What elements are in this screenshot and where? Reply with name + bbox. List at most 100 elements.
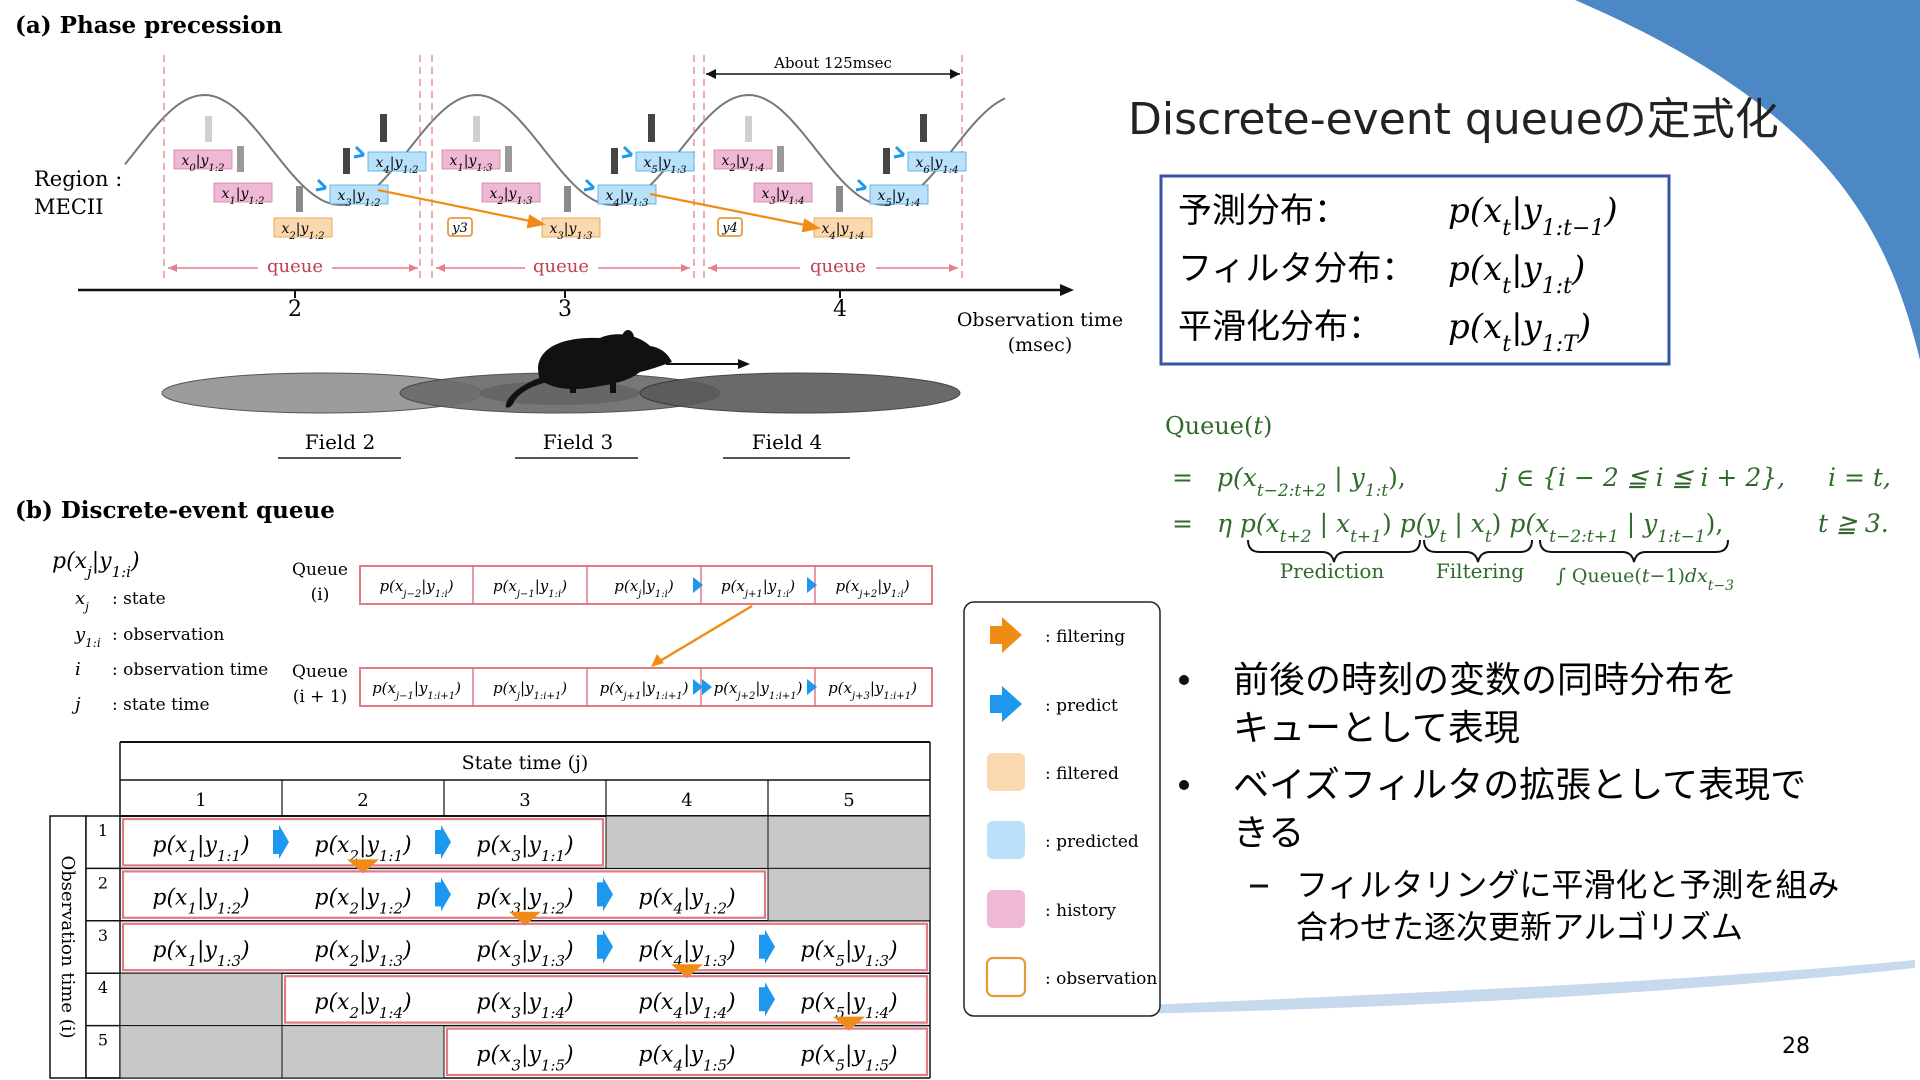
phase-label-groups: x0|y1:2x1|y1:2x2|y1:2x3|y1:2x4|y1:2x1|y1… xyxy=(173,114,967,242)
var-symbol: i xyxy=(75,659,81,680)
predict-arrow xyxy=(807,679,817,695)
table-queue-outline xyxy=(121,922,929,972)
table-col-5: 5 xyxy=(843,790,854,811)
phase-label-filtered: x2|y1:2 xyxy=(281,221,324,242)
phase-separators xyxy=(163,55,963,283)
table-cell: p(x4|y1:4) xyxy=(638,990,735,1022)
table-cell: p(x3|y1:3) xyxy=(476,938,573,970)
table-cell-empty xyxy=(767,867,931,922)
table-filter-arrow xyxy=(833,1016,865,1031)
corner-decoration xyxy=(1575,0,1920,360)
queue-span-heads xyxy=(168,264,958,272)
table-row: 2p(x1|y1:2)p(x2|y1:2)p(x3|y1:2)p(x4|y1:2… xyxy=(86,867,931,926)
obs-label-y4: y4 xyxy=(721,221,738,236)
orange-arrow-icon xyxy=(990,617,1022,653)
table-queue-outline xyxy=(283,975,929,1024)
history-swatch-icon xyxy=(987,890,1025,928)
dist-label-0: 予測分布： xyxy=(1178,191,1348,231)
var-symbol: j xyxy=(71,694,81,715)
table-cell: p(x5|y1:3) xyxy=(800,938,897,970)
dist-formula-2: p(xt|y1:T) xyxy=(1448,307,1591,357)
field-4-ellipse xyxy=(639,372,961,414)
queue-row-label-sub: (i) xyxy=(311,585,330,605)
queue-rows: Queue (i) p(xj−2|y1:i) p(xj−1|y1:i) p(xj|y1:… xyxy=(292,560,933,707)
table-cell: p(x3|y1:4) xyxy=(476,990,573,1022)
legend-items: : filtering: predict: filtered: predicte… xyxy=(985,617,1157,998)
region-label-2: MECII xyxy=(34,195,104,219)
phase-label-history: x2|y1:4 xyxy=(721,153,764,174)
distribution-box xyxy=(1159,174,1671,366)
phase-label-predicted: x4|y1:2 xyxy=(375,155,418,176)
queue-row-label: Queue xyxy=(292,662,348,682)
obs-labels: y3 y4 xyxy=(447,217,743,237)
predict-small-arrow xyxy=(855,178,868,192)
table-cell: p(x2|y1:3) xyxy=(314,938,411,970)
queue-cell: p(xj−2|y1:i) xyxy=(379,577,453,600)
queue-cell: p(xj|y1:i+1) xyxy=(493,679,567,702)
var-desc: : observation xyxy=(112,625,224,645)
table-cell: p(x2|y1:1) xyxy=(314,833,411,865)
table-filter-arrow xyxy=(671,964,703,979)
formula-line1: =p(xt−2:t+2 | y1:t), xyxy=(1172,463,1406,501)
brace-filtering xyxy=(1423,539,1533,563)
table-col-3: 3 xyxy=(519,790,530,811)
phase-label-box xyxy=(869,184,929,205)
dist-formula-1: p(xt|y1:t) xyxy=(1448,249,1585,299)
blue-arrow-icon xyxy=(990,686,1022,722)
brace-prediction xyxy=(1247,539,1421,563)
table-row-index: 2 xyxy=(98,873,108,892)
page-number: 28 xyxy=(1782,1034,1810,1059)
var-symbol: y1:i xyxy=(74,624,101,650)
bottom-swoosh xyxy=(1000,960,1915,1016)
table-row: 3p(x1|y1:3)p(x2|y1:3)p(x3|y1:3)p(x4|y1:3… xyxy=(86,922,930,979)
legend-label: : predicted xyxy=(1045,832,1139,852)
predict-arrow xyxy=(693,577,703,593)
table-predict-arrow xyxy=(597,877,613,912)
table-predict-arrow xyxy=(435,877,451,912)
table-cell: p(x1|y1:2) xyxy=(152,885,249,917)
table-cell-empty xyxy=(119,972,283,1027)
panel-a: (a) Phase precession Region : MECII Abou… xyxy=(15,12,1123,459)
queue-cell: p(xj+1|y1:i) xyxy=(721,577,795,600)
panel-b: (b) Discrete-event queue p(xj|y1:i) xj: … xyxy=(15,497,1161,1079)
table-row-index: 3 xyxy=(98,926,108,945)
queue-cell: p(xj+2|y1:i) xyxy=(835,577,909,600)
axis-label-2: (msec) xyxy=(1008,334,1072,356)
table-cell: p(x2|y1:4) xyxy=(314,990,411,1022)
queue-row-label: Queue xyxy=(292,560,348,580)
phase-label-box xyxy=(713,149,773,170)
phase-bar xyxy=(237,146,244,172)
phase-label-history: x1|y1:3 xyxy=(449,153,492,174)
table-row: 4p(x2|y1:4)p(x3|y1:4)p(x4|y1:4)p(x5|y1:4… xyxy=(86,972,930,1031)
table-filter-arrow xyxy=(509,911,541,926)
tick-3: 3 xyxy=(558,297,572,322)
formula-line2: =η p(xt+2 | xt+1) p(yt | xt) p(xt−2:t+1 … xyxy=(1172,509,1723,547)
table-predict-arrow xyxy=(273,825,289,859)
var-desc: : state time xyxy=(112,695,210,715)
phase-label-box xyxy=(273,217,333,238)
phase-bar xyxy=(745,116,752,142)
formula-line1-i: i = t, xyxy=(1828,463,1891,492)
queue-cell: p(xj−1|y1:i) xyxy=(493,577,567,600)
queue-label-2: queue xyxy=(533,256,589,277)
phase-group-2: x1|y1:3x2|y1:3x3|y1:3x4|y1:3x5|y1:3 xyxy=(441,114,695,242)
phase-label-predicted: x4|y1:3 xyxy=(605,188,648,209)
table-cell-empty xyxy=(767,815,931,869)
queue-row-1: Queue(i)p(xj−2|y1:i)p(xj−1|y1:i)p(xj|y1:… xyxy=(292,560,933,605)
formula-head: Queue(t) xyxy=(1165,412,1272,440)
predict-small-arrow xyxy=(315,178,328,192)
predict-small-arrow xyxy=(353,145,366,159)
table-cell: p(x5|y1:5) xyxy=(800,1043,897,1075)
table-row-index: 4 xyxy=(98,978,108,997)
tick-2: 2 xyxy=(288,297,302,322)
table-predict-arrow xyxy=(759,982,775,1017)
slide-title: Discrete-event queueの定式化 xyxy=(1128,94,1779,145)
legend-label: : filtered xyxy=(1045,764,1119,784)
table-cell: p(x4|y1:3) xyxy=(638,938,735,970)
phase-label-filtered: x3|y1:3 xyxy=(549,221,592,242)
phase-bar xyxy=(920,114,927,142)
predict-small-arrow xyxy=(893,145,906,159)
observation-swatch-icon xyxy=(985,956,1027,998)
table-predict-arrow xyxy=(435,825,451,859)
